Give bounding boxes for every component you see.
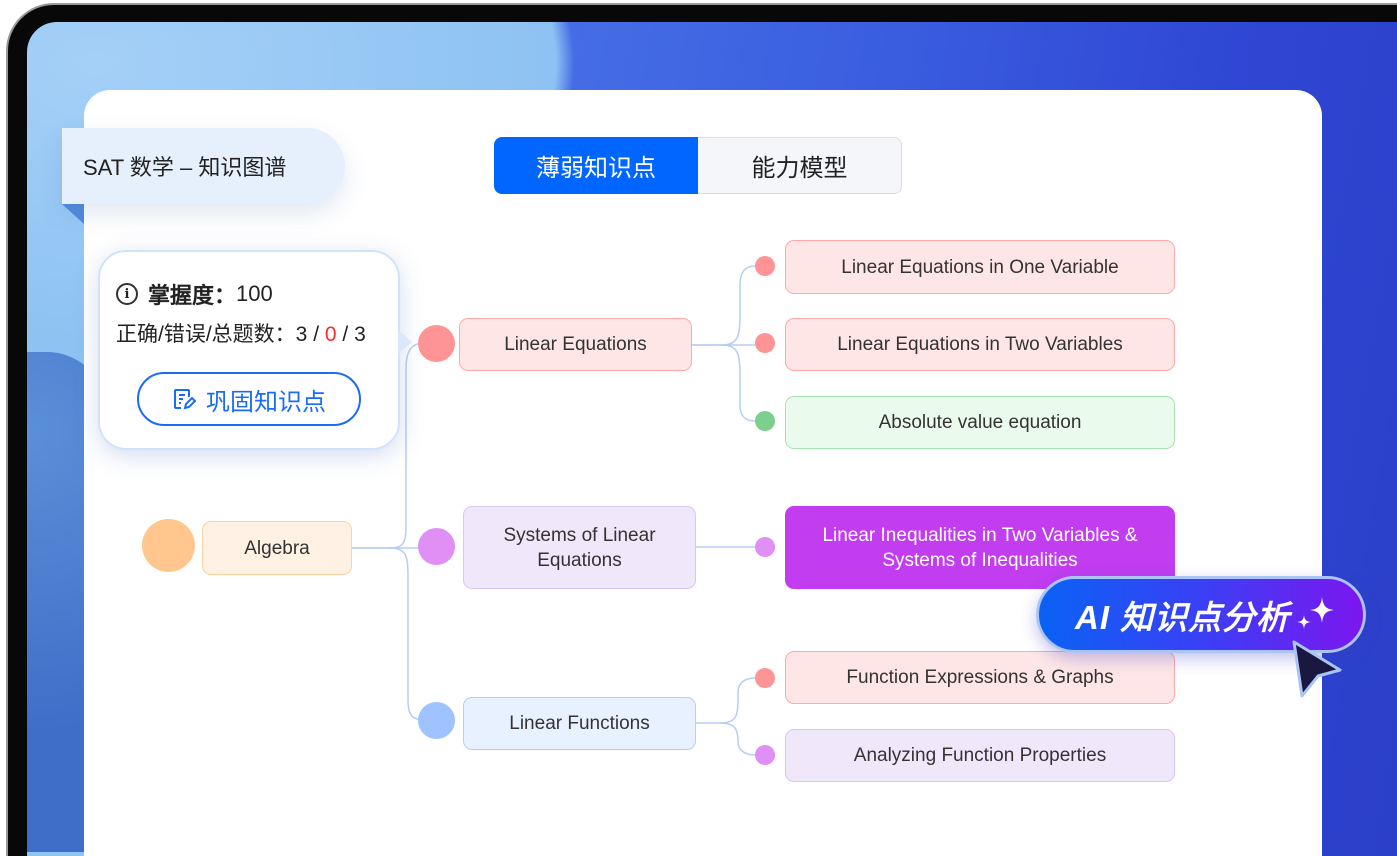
cursor-icon — [1292, 640, 1342, 698]
sparkle-icon — [1297, 596, 1335, 629]
leaf-dot — [755, 668, 775, 688]
node-absolute-value-equation[interactable]: Absolute value equation — [785, 396, 1175, 449]
stats-row: 正确/错误/总题数：3 / 0 / 3 — [116, 323, 366, 346]
connector — [352, 342, 426, 549]
ribbon-fold — [62, 204, 84, 224]
tab-bar: 薄弱知识点 能力模型 — [494, 137, 902, 194]
info-icon: i — [116, 283, 138, 305]
connector — [389, 547, 426, 721]
node-linear-functions[interactable]: Linear Functions — [463, 697, 696, 750]
branch-dot — [418, 528, 455, 565]
page-title: SAT 数学 – 知识图谱 — [62, 128, 345, 204]
leaf-dot — [755, 256, 775, 276]
tooltip-pointer — [398, 330, 412, 354]
node-linear-inequalities[interactable]: Linear Inequalities in Two Variables & S… — [785, 506, 1175, 589]
node-linear-equations-one-variable[interactable]: Linear Equations in One Variable — [785, 240, 1175, 294]
edit-note-icon — [174, 389, 196, 410]
mastery-row: i 掌握度： 100 — [116, 278, 273, 310]
node-algebra[interactable]: Algebra — [202, 521, 352, 575]
root-dot — [142, 519, 195, 572]
node-function-expressions-graphs[interactable]: Function Expressions & Graphs — [785, 651, 1175, 704]
total-count: 3 — [354, 323, 366, 346]
connector — [692, 265, 756, 346]
node-linear-equations[interactable]: Linear Equations — [459, 318, 692, 371]
connector — [719, 722, 756, 756]
leaf-dot — [755, 411, 775, 431]
mastery-value: 100 — [236, 281, 273, 306]
consolidate-button[interactable]: 巩固知识点 — [137, 372, 361, 426]
tab-ability-model[interactable]: 能力模型 — [698, 137, 902, 194]
node-systems-of-linear-equations[interactable]: Systems of Linear Equations — [463, 506, 696, 589]
leaf-dot — [755, 537, 775, 557]
node-linear-equations-two-variables[interactable]: Linear Equations in Two Variables — [785, 318, 1175, 371]
branch-dot — [418, 702, 455, 739]
main-card — [84, 90, 1322, 856]
correct-count: 3 — [295, 323, 308, 346]
leaf-dot — [755, 333, 775, 353]
connector — [721, 344, 756, 422]
tab-weak-points[interactable]: 薄弱知识点 — [494, 137, 698, 194]
branch-dot — [418, 325, 455, 362]
node-analyzing-function-properties[interactable]: Analyzing Function Properties — [785, 729, 1175, 782]
wrong-count: 0 — [324, 323, 337, 346]
leaf-dot — [755, 745, 775, 765]
ai-analysis-button[interactable]: AI 知识点分析 — [1036, 576, 1366, 653]
mastery-label: 掌握度： — [148, 283, 237, 308]
connector — [696, 677, 756, 724]
